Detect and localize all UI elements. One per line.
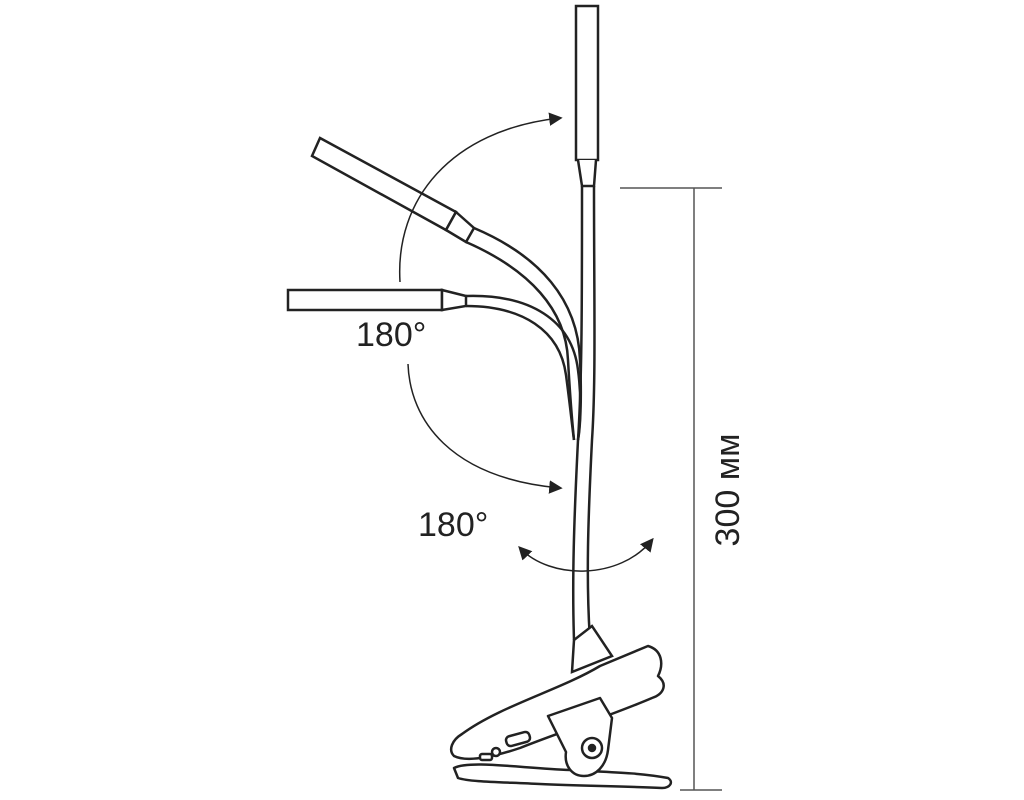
- clip-base: [450, 644, 673, 790]
- rotation-arc-lower: [407, 363, 563, 494]
- gooseneck-horizontal: [465, 294, 582, 441]
- angle-label-lower: 180°: [418, 506, 489, 544]
- lamp-head-horizontal: [286, 288, 468, 312]
- gooseneck-vertical: [571, 185, 596, 641]
- angle-label-upper: 180°: [356, 316, 427, 354]
- rotation-arc-upper: [398, 112, 563, 283]
- height-dimension-label: 300 мм: [709, 433, 747, 547]
- lamp-head-tilted: [310, 136, 476, 244]
- swivel-arrow: [518, 537, 654, 572]
- height-dimension: [620, 187, 722, 791]
- lamp-head-vertical: [574, 4, 600, 188]
- neck-connector: [570, 624, 614, 674]
